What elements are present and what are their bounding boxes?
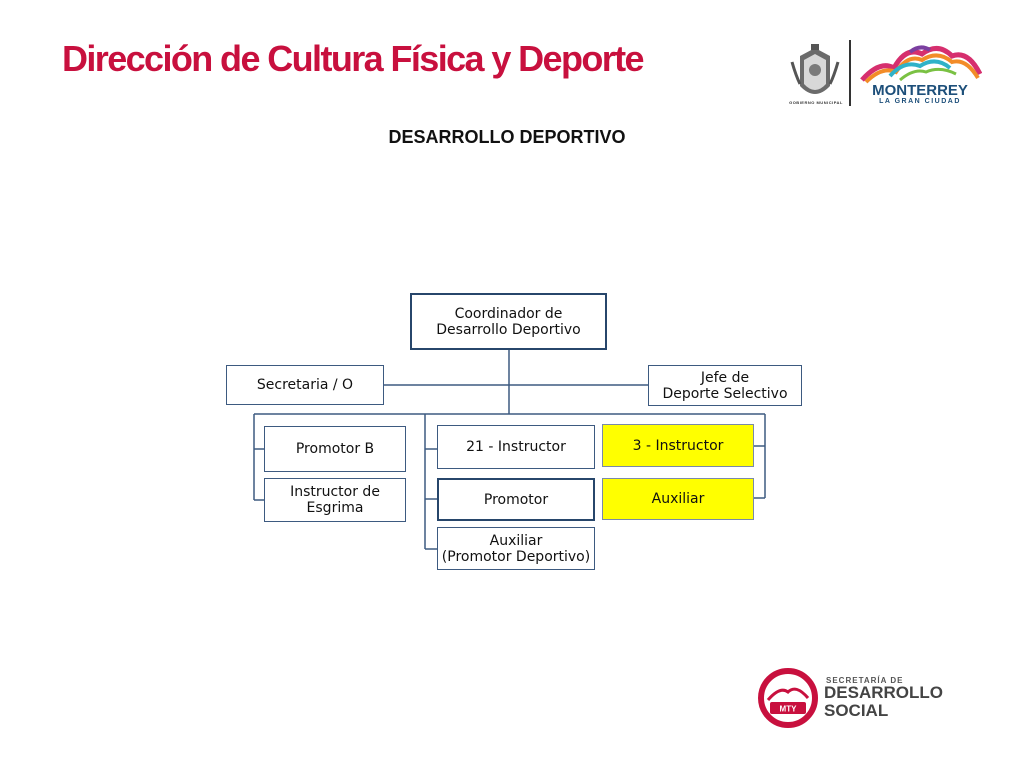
page-title: Dirección de Cultura Física y Deporte xyxy=(62,38,645,79)
org-box-label: Auxiliar xyxy=(651,491,705,507)
org-box-secretaria: Secretaria / O xyxy=(226,365,384,405)
org-box-auxiliar-promotor-deportivo: Auxiliar (Promotor Deportivo) xyxy=(437,527,595,570)
org-box-label: Instructor de Esgrima xyxy=(290,484,380,516)
monterrey-tagline: LA GRAN CIUDAD xyxy=(879,98,961,105)
social-badge-text: MTY xyxy=(780,705,798,714)
org-box-jefe-deporte-selectivo: Jefe de Deporte Selectivo xyxy=(648,365,802,406)
org-box-auxiliar: Auxiliar xyxy=(602,478,754,520)
org-box-label: Jefe de Deporte Selectivo xyxy=(662,369,788,402)
org-box-label: Coordinador de Desarrollo Deportivo xyxy=(436,305,581,338)
social-line-2: DESARROLLO xyxy=(824,683,943,702)
monterrey-name: MONTERREY xyxy=(872,82,968,99)
org-box-label: Promotor B xyxy=(295,441,375,457)
municipal-crest-icon xyxy=(790,44,840,94)
org-box-label: Auxiliar (Promotor Deportivo) xyxy=(441,532,591,565)
org-box-21-instructor: 21 - Instructor xyxy=(437,425,595,469)
monterrey-mountain-logo-icon xyxy=(860,45,982,84)
org-box-label: Promotor xyxy=(483,491,549,508)
logo-divider xyxy=(849,40,851,106)
chart-subtitle: DESARROLLO DEPORTIVO xyxy=(388,127,626,147)
desarrollo-social-logo-icon: MTY xyxy=(758,668,818,728)
org-box-coordinador: Coordinador de Desarrollo Deportivo xyxy=(410,293,607,350)
org-box-3-instructor: 3 - Instructor xyxy=(602,424,754,467)
social-line-3: SOCIAL xyxy=(824,701,889,720)
social-line-1: SECRETARÍA DE xyxy=(826,676,904,685)
org-box-label: Secretaria / O xyxy=(256,377,354,393)
crest-caption: GOBIERNO MUNICIPAL xyxy=(789,100,843,105)
org-box-instructor-esgrima: Instructor de Esgrima xyxy=(264,478,406,522)
org-box-label: 3 - Instructor xyxy=(632,437,724,454)
org-box-promotor-b: Promotor B xyxy=(264,426,406,472)
org-box-label: 21 - Instructor xyxy=(466,439,566,455)
org-box-promotor: Promotor xyxy=(437,478,595,521)
